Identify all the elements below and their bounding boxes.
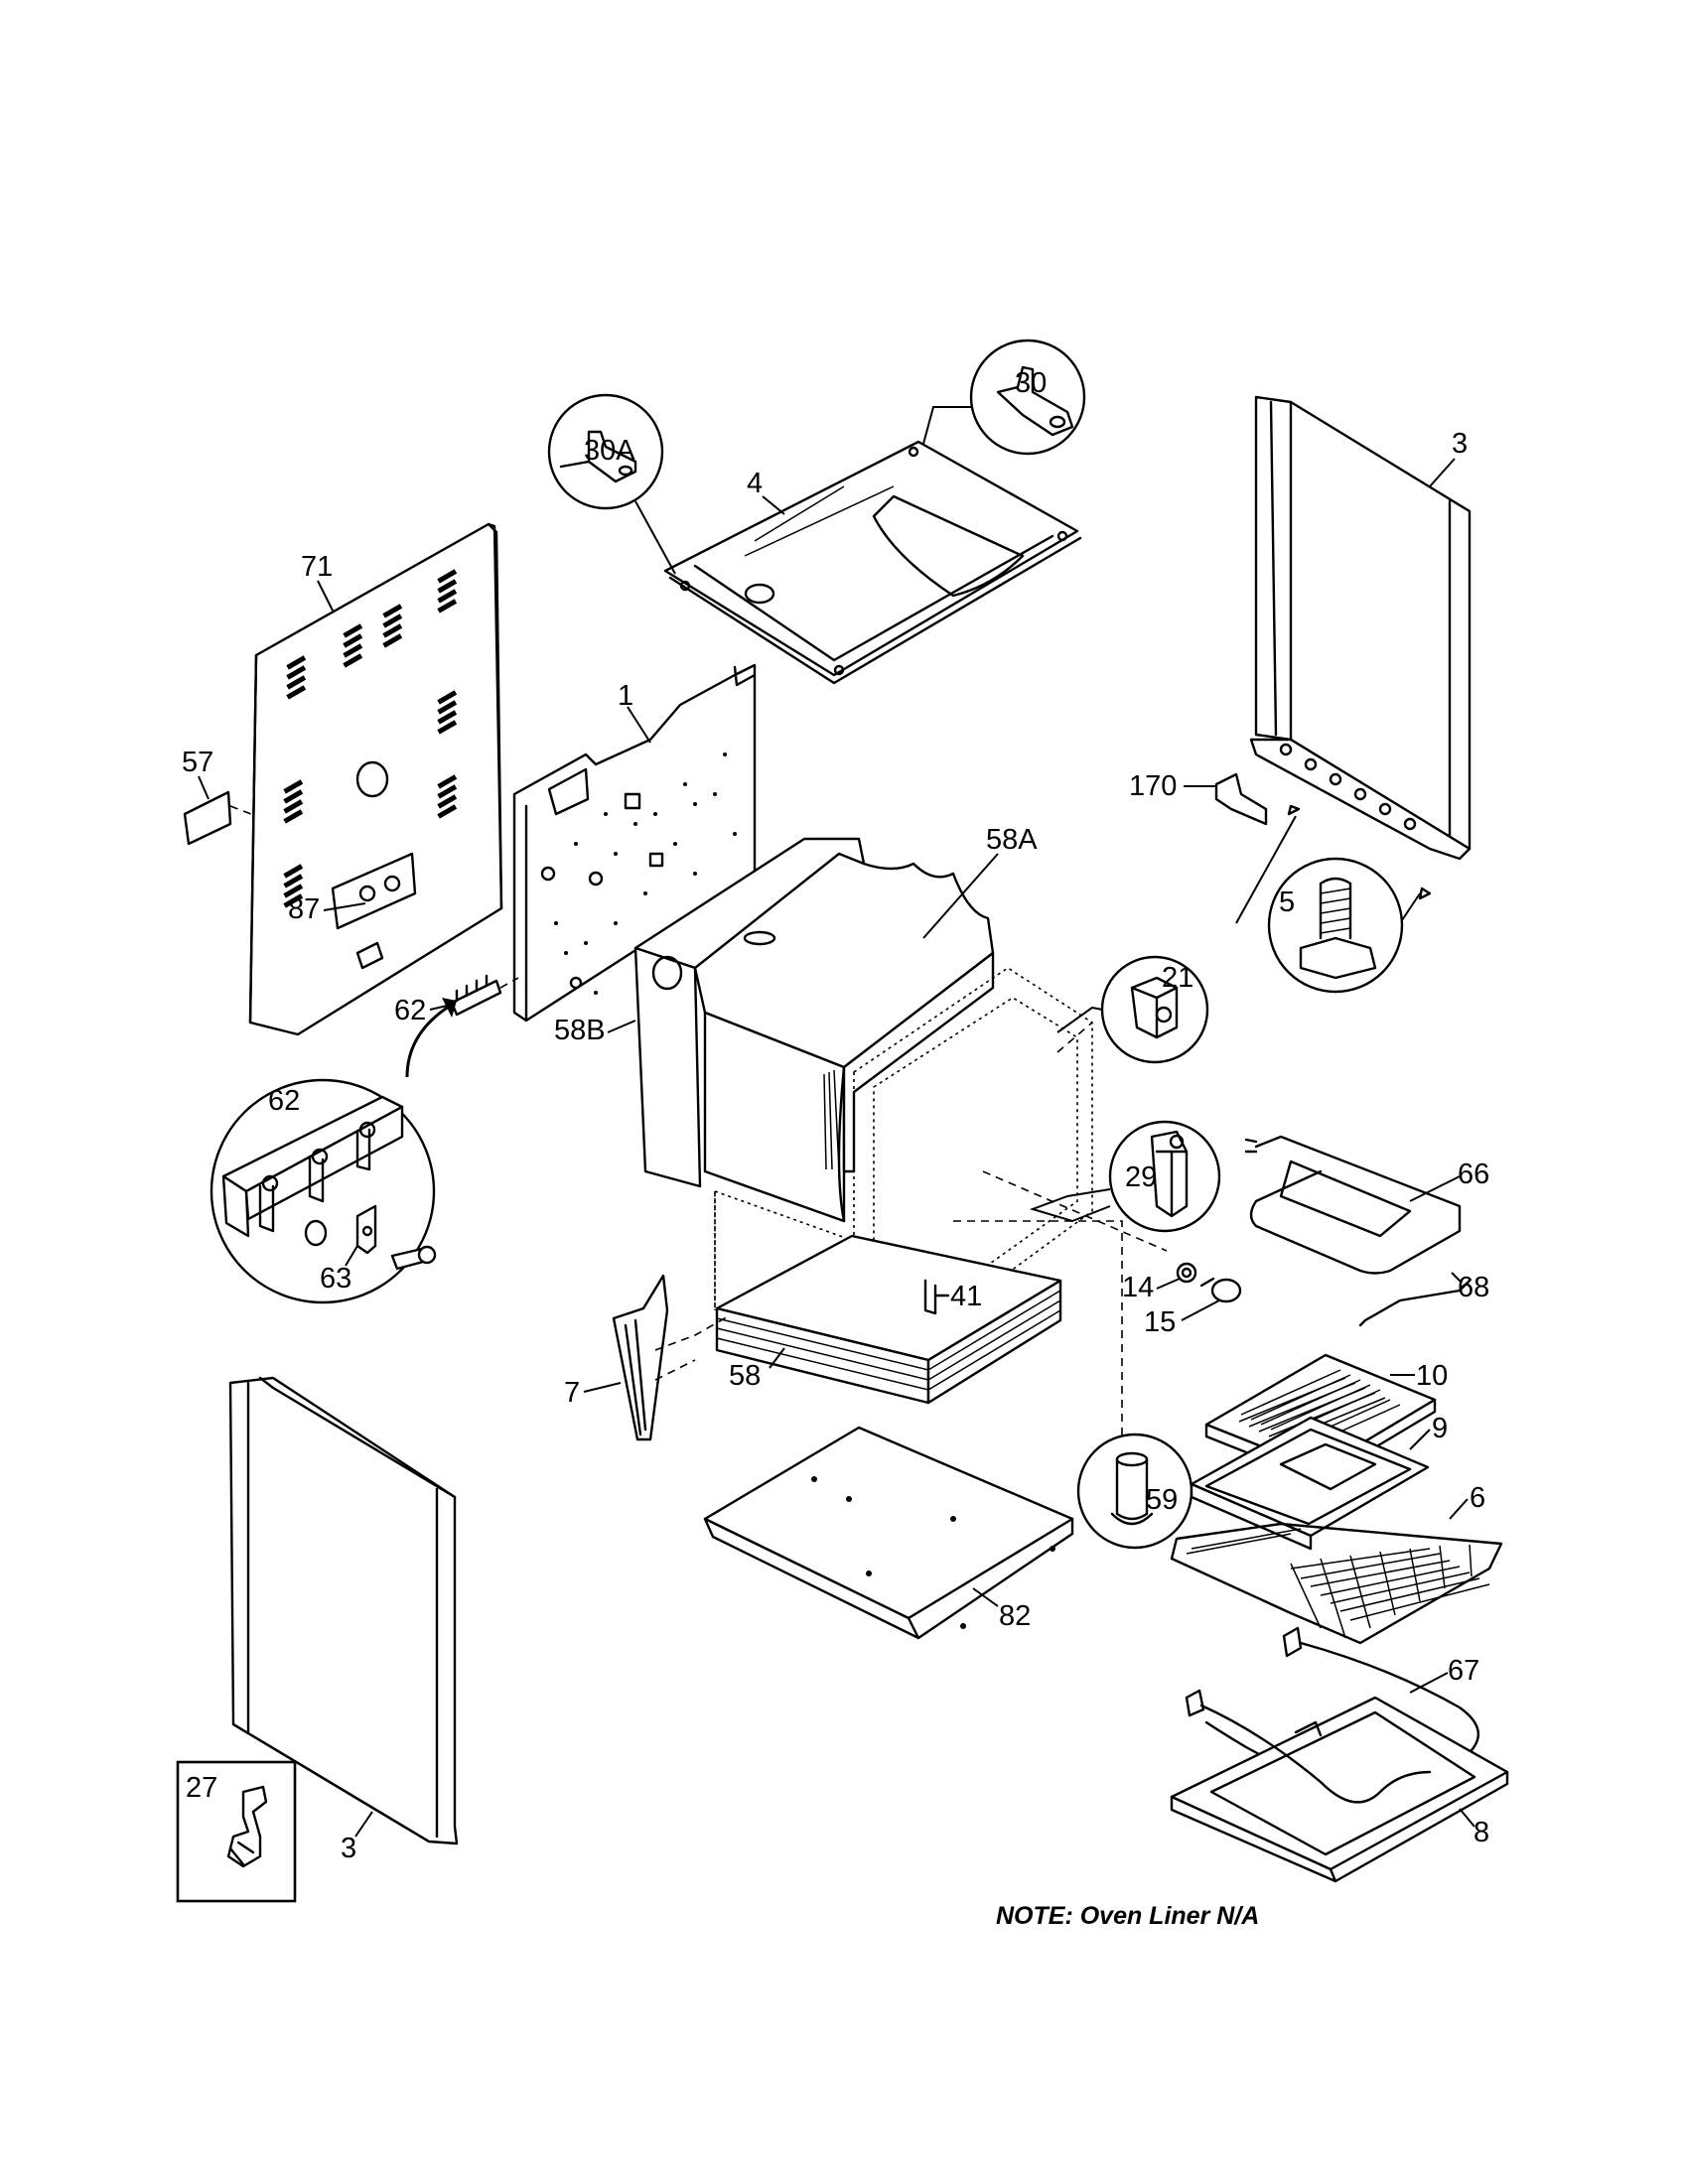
label-58: 58 bbox=[729, 1360, 761, 1392]
label-62-circle: 62 bbox=[268, 1085, 300, 1117]
label-87: 87 bbox=[288, 893, 320, 925]
part-7-door-hinge bbox=[612, 1274, 731, 1441]
part-15-lamp-bulb bbox=[1199, 1277, 1242, 1303]
label-15: 15 bbox=[1144, 1306, 1176, 1338]
label-59: 59 bbox=[1146, 1484, 1178, 1516]
part-66-broil-element bbox=[1244, 1135, 1462, 1275]
part-21-detail-circle bbox=[1056, 955, 1209, 1064]
part-3-side-panel-left bbox=[228, 1376, 459, 1845]
part-8-oven-bottom bbox=[1170, 1696, 1509, 1883]
label-67: 67 bbox=[1448, 1655, 1479, 1687]
part-29-detail-circle bbox=[1029, 1120, 1221, 1233]
label-63: 63 bbox=[320, 1263, 351, 1295]
part-71-rear-panel bbox=[248, 522, 503, 1036]
label-71: 71 bbox=[301, 551, 333, 583]
label-68: 68 bbox=[1458, 1272, 1489, 1303]
label-30: 30 bbox=[1015, 367, 1047, 399]
part-5-leveling-leg-circle bbox=[1235, 804, 1432, 994]
part-62-terminal-detail-circle bbox=[210, 1078, 437, 1304]
part-58a-58b-insulation bbox=[633, 837, 995, 1223]
part-170-bracket bbox=[1214, 772, 1268, 826]
part-14-lamp-socket bbox=[1176, 1262, 1197, 1284]
curved-arrow-62 bbox=[405, 998, 457, 1078]
label-10: 10 bbox=[1416, 1360, 1448, 1392]
part-82-bottom-plate bbox=[703, 1426, 1074, 1640]
label-57: 57 bbox=[182, 747, 213, 778]
label-14: 14 bbox=[1122, 1272, 1154, 1303]
label-30a: 30A bbox=[584, 435, 635, 467]
part-4-top-cover bbox=[663, 440, 1082, 685]
label-58b: 58B bbox=[554, 1015, 606, 1046]
part-41-bracket bbox=[923, 1279, 950, 1315]
label-5: 5 bbox=[1279, 887, 1295, 918]
label-62-small: 62 bbox=[394, 995, 426, 1026]
part-1-back-panel bbox=[512, 663, 757, 1023]
part-30-detail-circle bbox=[922, 339, 1086, 456]
label-41: 41 bbox=[950, 1281, 982, 1312]
label-29: 29 bbox=[1125, 1161, 1157, 1193]
label-6: 6 bbox=[1470, 1482, 1485, 1514]
part-27-detail-box bbox=[176, 1760, 297, 1903]
label-27: 27 bbox=[186, 1772, 217, 1804]
part-3-side-panel-right bbox=[1249, 395, 1472, 861]
part-67-wire-overlay bbox=[1199, 1704, 1432, 1804]
part-58-bottom-insulation bbox=[715, 1234, 1062, 1405]
label-3-top: 3 bbox=[1452, 428, 1468, 460]
part-6-oven-rack bbox=[1170, 1522, 1503, 1645]
part-68-element-bracket bbox=[1358, 1279, 1472, 1327]
label-7: 7 bbox=[564, 1377, 580, 1409]
label-8: 8 bbox=[1474, 1817, 1489, 1848]
note-oven-liner: NOTE: Oven Liner N/A bbox=[996, 1902, 1259, 1930]
label-9: 9 bbox=[1432, 1413, 1448, 1444]
part-57-bracket bbox=[183, 790, 257, 846]
labels: 71 57 87 62 1 4 30A 30 3 170 5 58A 58B 6… bbox=[182, 367, 1489, 1864]
part-30a-detail-circle bbox=[547, 393, 676, 575]
label-58a: 58A bbox=[986, 824, 1038, 856]
label-21: 21 bbox=[1162, 962, 1193, 994]
label-82: 82 bbox=[999, 1600, 1031, 1632]
part-62-terminal-block bbox=[450, 974, 519, 1017]
label-170: 170 bbox=[1129, 770, 1177, 802]
label-1: 1 bbox=[618, 680, 633, 712]
label-4: 4 bbox=[747, 468, 763, 499]
label-3-bottom: 3 bbox=[341, 1833, 356, 1864]
label-66: 66 bbox=[1458, 1159, 1489, 1190]
